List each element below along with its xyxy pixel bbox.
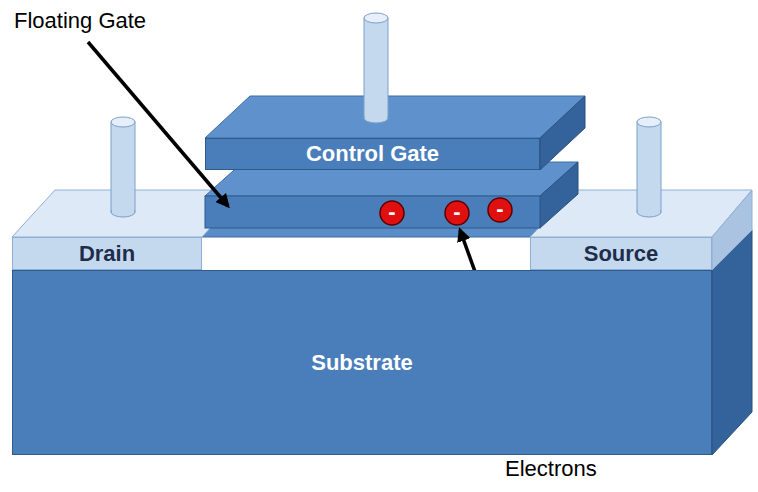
gate-terminal: [364, 13, 388, 123]
drain-terminal: [111, 117, 135, 217]
charge-sign: -: [388, 199, 395, 225]
node-label: Substrate: [311, 350, 412, 376]
control-gate-side: [540, 96, 585, 170]
control-gate: Control Gate: [205, 138, 540, 170]
control-gate-top: [205, 96, 585, 138]
floating-gate: [205, 196, 540, 228]
node-label: Source: [584, 241, 659, 267]
leader-arrow: [88, 42, 228, 206]
charge-sign: -: [453, 199, 460, 225]
node-label: Control Gate: [306, 141, 439, 167]
source-side: [712, 190, 752, 270]
drain-region: Drain: [12, 237, 202, 270]
source-terminal: [637, 117, 661, 217]
channel-surface: [202, 190, 575, 237]
callout-label: Floating Gate: [14, 8, 146, 34]
charge-sign: -: [496, 196, 503, 222]
substrate: Substrate: [12, 270, 712, 455]
source-region: Source: [530, 237, 712, 270]
callout-label: Electrons: [505, 456, 597, 482]
node-label: Drain: [79, 241, 135, 267]
floating-gate-side: [540, 162, 578, 228]
